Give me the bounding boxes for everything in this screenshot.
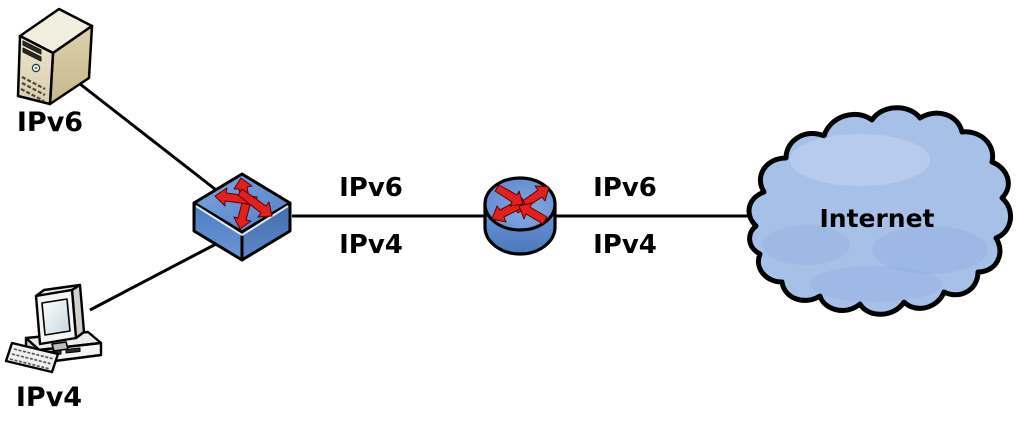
switch-icon <box>192 172 292 262</box>
link-router-cloud-bottom-label: IPv4 <box>593 230 657 260</box>
switch-arrows <box>214 177 273 230</box>
link-pc-switch <box>89 242 217 312</box>
cloud-shade <box>872 226 988 274</box>
server-drive-bay <box>22 47 42 62</box>
pc-drive-slot <box>65 347 81 354</box>
switch-arrow-down <box>233 202 252 230</box>
desktop-computer-icon <box>4 283 103 374</box>
pc-monitor-stand <box>51 341 69 352</box>
switch-edge-highlight <box>195 205 289 237</box>
server-vent <box>20 88 45 102</box>
cloud-icon: Internet <box>746 105 1013 317</box>
server-icon <box>16 7 94 106</box>
cloud-label: Internet <box>819 204 934 233</box>
link-server-switch <box>79 82 221 195</box>
server-drive-bay <box>22 40 42 55</box>
link-router-cloud-top-label: IPv6 <box>593 173 657 203</box>
router-icon <box>483 176 557 256</box>
server-label: IPv6 <box>17 107 83 138</box>
router-arrow-in-nw <box>494 184 524 207</box>
router-arrow-in-se <box>518 202 548 225</box>
server-vent <box>21 82 46 96</box>
server-vent <box>21 76 46 90</box>
cloud-highlight <box>790 134 930 186</box>
server-power-led <box>34 66 38 70</box>
pc-label: IPv4 <box>16 382 82 413</box>
link-switch-router-bottom-label: IPv4 <box>339 230 403 260</box>
link-switch-router-top-label: IPv6 <box>339 173 403 203</box>
pc-monitor-screen <box>41 298 71 336</box>
pc-keyboard-keys-row <box>9 358 51 370</box>
cloud-shade <box>810 266 942 302</box>
pc-keyboard-keys-row <box>13 348 55 360</box>
router-arrows <box>491 184 550 225</box>
pc-keyboard-keys-row <box>11 353 53 365</box>
switch-arrow-down-right <box>237 188 273 218</box>
cloud-shade <box>762 225 850 265</box>
